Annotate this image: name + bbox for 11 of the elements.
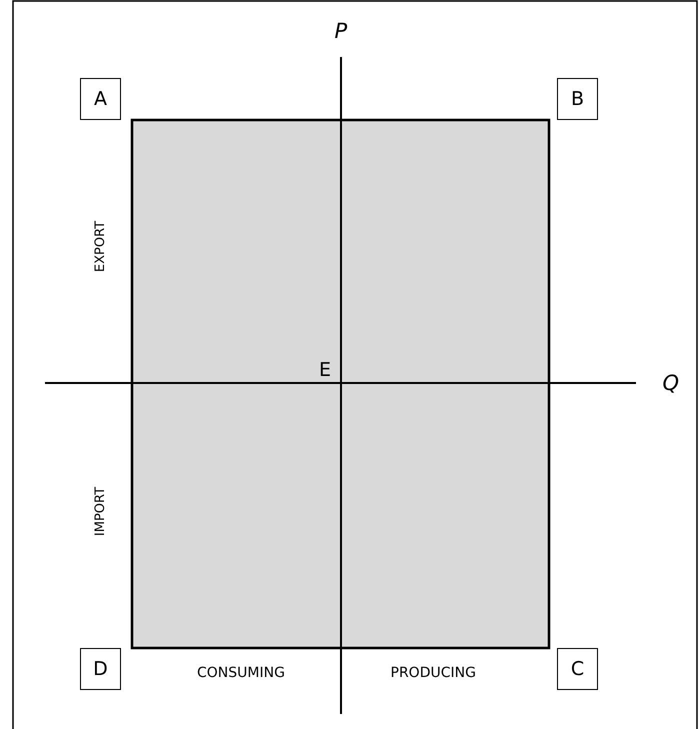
side-label: EXPORT <box>94 220 107 272</box>
side-label: IMPORT <box>94 486 107 536</box>
region-label: CONSUMING <box>197 666 285 680</box>
corner-label-box: B <box>557 78 598 120</box>
corner-label-box: C <box>557 648 598 690</box>
region-label: PRODUCING <box>390 666 476 680</box>
corner-label-box: A <box>80 78 121 120</box>
axis-label: P <box>334 20 348 42</box>
point-label: E <box>319 360 332 380</box>
corner-label-box: D <box>80 648 121 690</box>
axis-label: Q <box>662 372 680 394</box>
